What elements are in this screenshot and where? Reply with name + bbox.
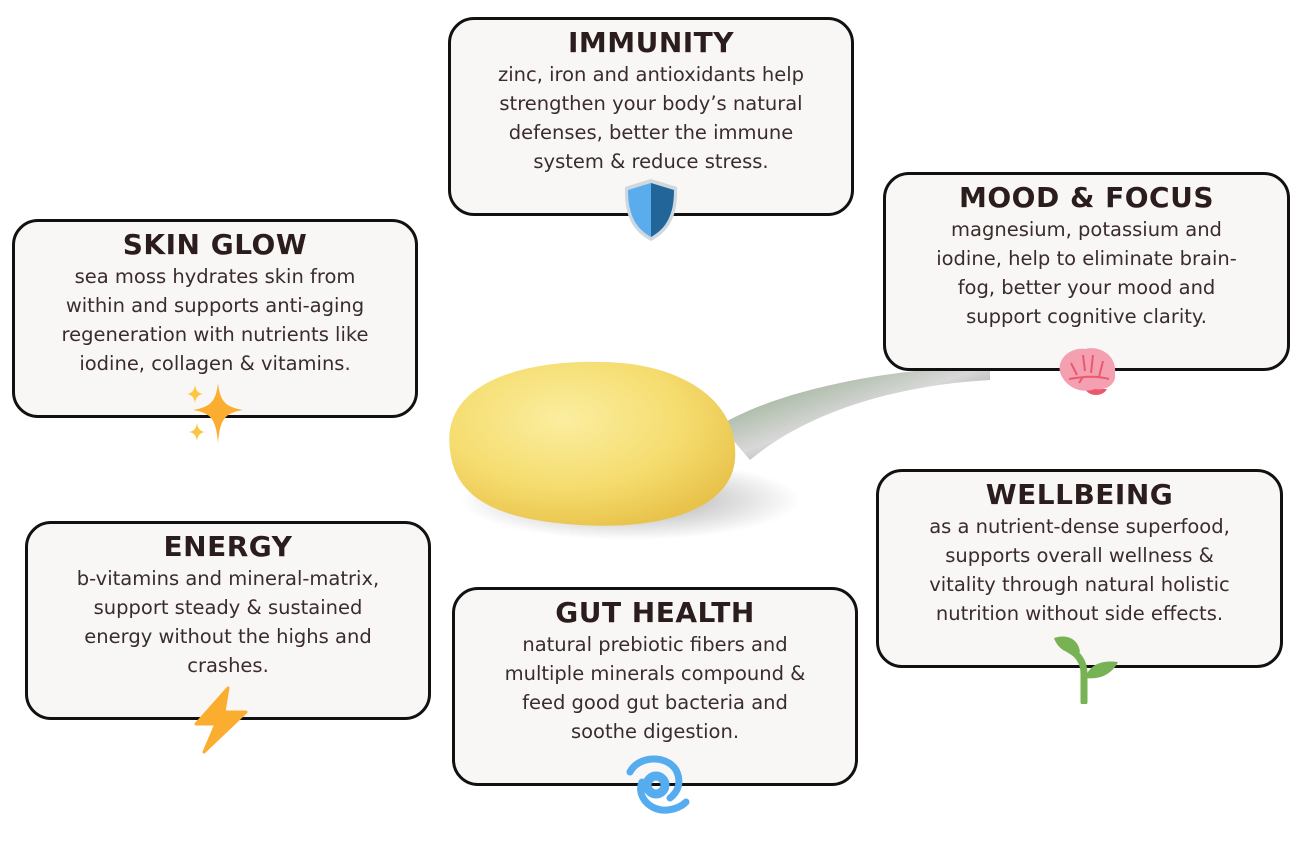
card-text: b-vitamins and mineral-matrix, support s… — [76, 567, 380, 677]
card-text: as a nutrient-dense superfood, supports … — [929, 515, 1230, 625]
mood-focus-card: MOOD & FOCUS magnesium, potassium and io… — [883, 172, 1290, 371]
seedling-icon — [1054, 636, 1118, 704]
swirl-icon — [626, 755, 690, 814]
sea-moss-spoon-image — [449, 361, 990, 540]
card-title: IMMUNITY — [567, 26, 735, 59]
card-text: zinc, iron and antioxidants help strengt… — [497, 63, 804, 173]
card-title: WELLBEING — [985, 478, 1174, 511]
card-text: magnesium, potassium and iodine, help to… — [936, 218, 1237, 328]
card-text: natural prebiotic fibers and multiple mi… — [504, 633, 806, 743]
shield-icon — [624, 179, 678, 241]
gut-health-card: GUT HEALTH natural prebiotic fibers and … — [452, 587, 858, 786]
wellbeing-card: WELLBEING as a nutrient-dense superfood,… — [876, 469, 1283, 668]
sparkles-icon — [187, 383, 243, 443]
card-title: SKIN GLOW — [122, 228, 308, 261]
card-title: MOOD & FOCUS — [958, 181, 1214, 214]
card-title: ENERGY — [163, 530, 293, 563]
card-title: GUT HEALTH — [555, 596, 755, 629]
lightning-icon — [194, 686, 248, 754]
brain-icon — [1059, 348, 1116, 395]
card-text: sea moss hydrates skin from within and s… — [61, 265, 369, 375]
skin-glow-card: SKIN GLOW sea moss hydrates skin from wi… — [12, 219, 418, 418]
